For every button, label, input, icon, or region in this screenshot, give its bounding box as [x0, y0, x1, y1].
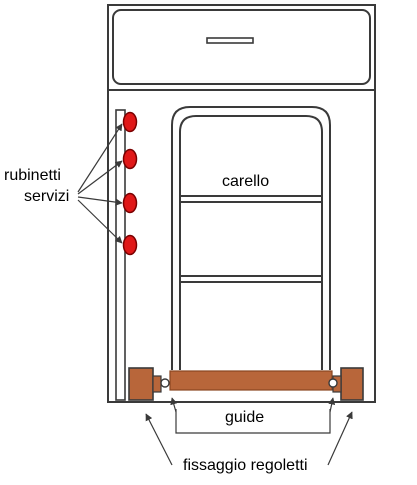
- label-carello: carello: [222, 173, 269, 190]
- wood-slat: [169, 370, 333, 391]
- guide-arrow-right: [328, 397, 336, 413]
- taps-group: [122, 111, 138, 256]
- cart-inner-frame: [179, 115, 323, 370]
- left-guide-notch: [152, 375, 162, 393]
- service-panel: [115, 109, 126, 401]
- tap-3: [122, 192, 138, 214]
- tap-arrow-4: [77, 199, 123, 244]
- right-guide-block: [340, 367, 364, 401]
- tap-arrow-2: [77, 160, 123, 195]
- guide-bracket: [175, 409, 331, 434]
- tap-1: [122, 111, 138, 133]
- fissaggio-arrow-right: [327, 411, 353, 466]
- tap-arrow-1: [77, 123, 123, 193]
- label-fissaggio: fissaggio regoletti: [183, 457, 308, 474]
- left-guide-block: [128, 367, 154, 401]
- label-guide: guide: [225, 409, 264, 426]
- fissaggio-arrow-left: [145, 413, 173, 466]
- label-servizi: servizi: [24, 188, 69, 205]
- tap-4: [122, 234, 138, 256]
- left-wheel: [160, 378, 170, 388]
- tap-2: [122, 148, 138, 170]
- cart-outer-frame: [171, 106, 331, 370]
- drawer-handle: [206, 37, 254, 44]
- guide-arrow-left: [170, 397, 178, 413]
- drawer: [112, 9, 371, 85]
- label-rubinetti: rubinetti: [4, 167, 61, 184]
- right-wheel: [328, 378, 338, 388]
- tap-arrow-3: [77, 196, 123, 206]
